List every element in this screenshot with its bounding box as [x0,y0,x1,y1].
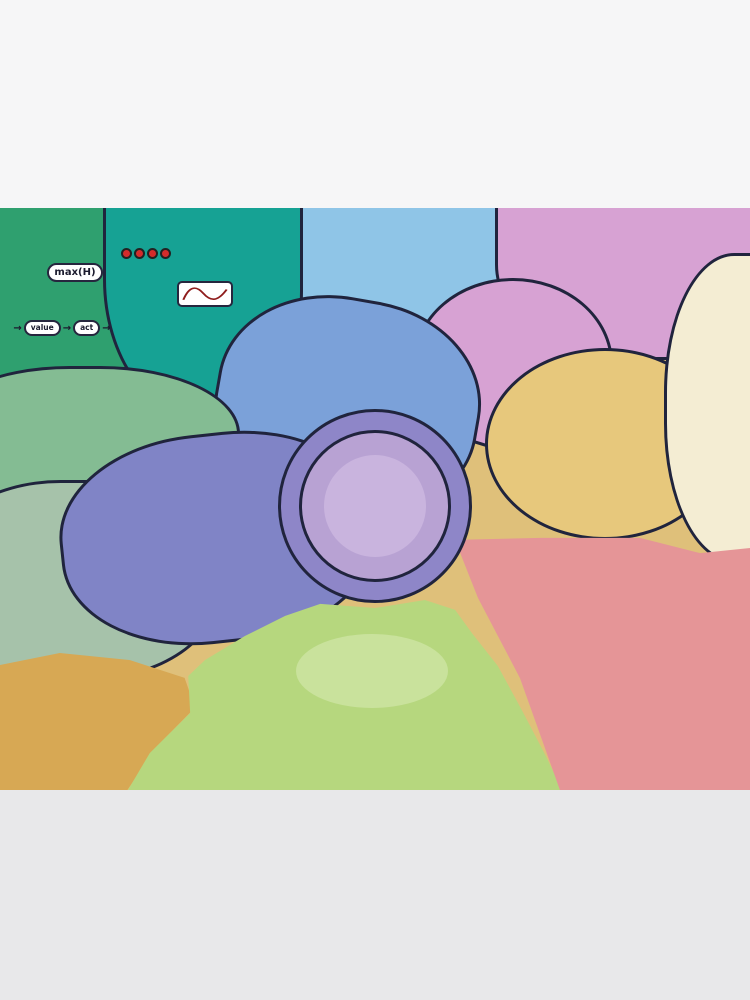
region-analysis-light [296,634,448,708]
adaptive-dots-icon [110,245,182,261]
value-act-flow-icon: →value→act→ [0,317,126,339]
extremum-wave-icon [177,281,233,307]
bottom-margin-band [0,790,750,1000]
max-h-icon: max(H) [44,262,106,282]
top-margin-band [0,0,750,208]
hub-core [324,455,426,557]
control-theory-map: The Map of Control Theory max(H)→value→a… [0,208,750,790]
